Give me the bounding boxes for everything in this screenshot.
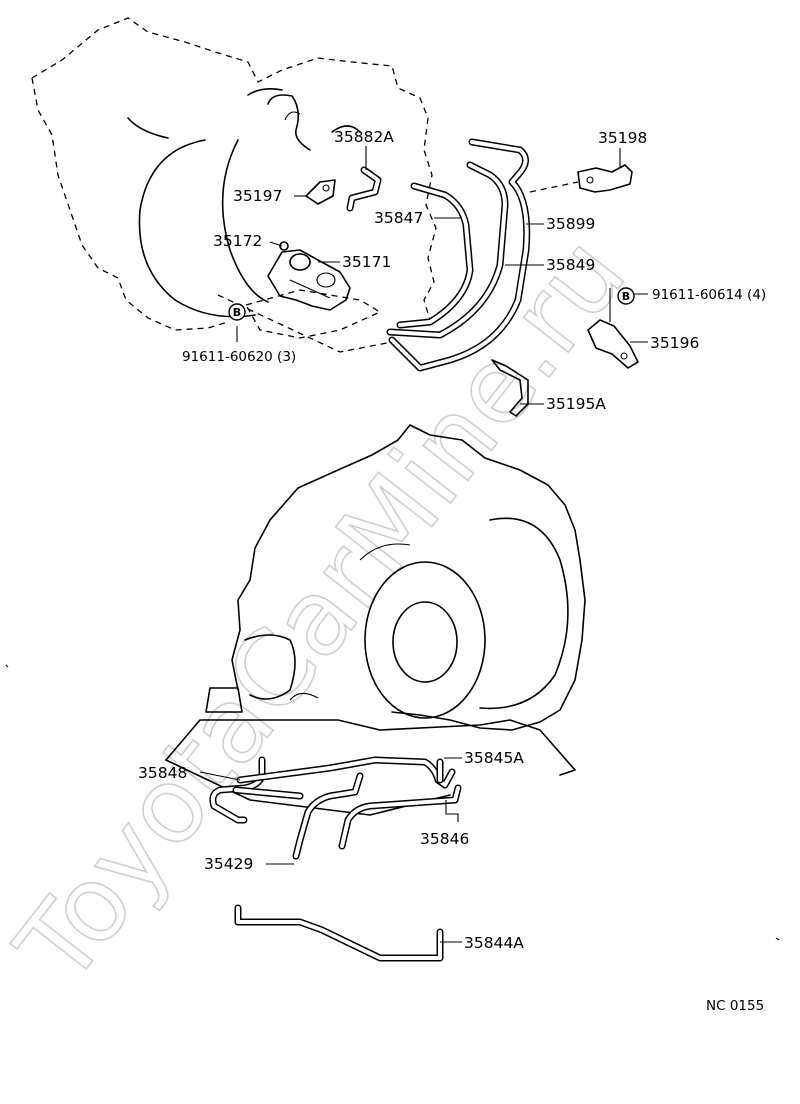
svg-text:B: B (233, 306, 241, 319)
pipe-35849 (386, 161, 509, 339)
pipe-35429 (232, 772, 364, 860)
upper-transaxle-housing (31, 17, 437, 353)
label-35899: 35899 (546, 215, 595, 233)
hose-35882A (346, 166, 382, 212)
label-35846: 35846 (420, 830, 469, 848)
label-35171: 35171 (342, 253, 391, 271)
pipe-35899 (388, 138, 531, 372)
pipe-35846 (338, 784, 462, 850)
figure-code: NC 0155 (706, 998, 764, 1014)
label-35429: 35429 (204, 855, 253, 873)
clip-35197 (305, 179, 336, 205)
pipe-35844A (234, 904, 444, 962)
leader-lines (199, 146, 648, 943)
label-35844A: 35844A (464, 934, 524, 952)
pipe-35845A (236, 756, 456, 789)
stray-mark (5, 664, 9, 668)
label-35845A: 35845A (464, 749, 524, 767)
bolt-badge-91611-60614: B (617, 287, 635, 305)
label-35847: 35847 (374, 209, 423, 227)
bolt-badge-91611-60620: B (228, 303, 246, 321)
label-35195A: 35195A (546, 395, 606, 413)
bracket-35196 (587, 319, 639, 369)
stray-mark (775, 937, 780, 941)
label-35196: 35196 (650, 334, 699, 352)
label-35848: 35848 (138, 764, 187, 782)
label-91611-60620: 91611-60620 (3) (182, 349, 296, 365)
label-35172: 35172 (213, 232, 262, 250)
adapter-35171 (267, 241, 351, 311)
label-35882A: 35882A (334, 128, 394, 146)
label-91611-60614: 91611-60614 (4) (652, 287, 766, 303)
label-35849: 35849 (546, 256, 595, 274)
label-35197: 35197 (233, 187, 282, 205)
pipe-35847 (396, 182, 474, 329)
svg-text:B: B (622, 290, 630, 303)
bracket-35198 (529, 164, 633, 193)
label-35198: 35198 (598, 129, 647, 147)
bracket-35195A (491, 359, 529, 417)
